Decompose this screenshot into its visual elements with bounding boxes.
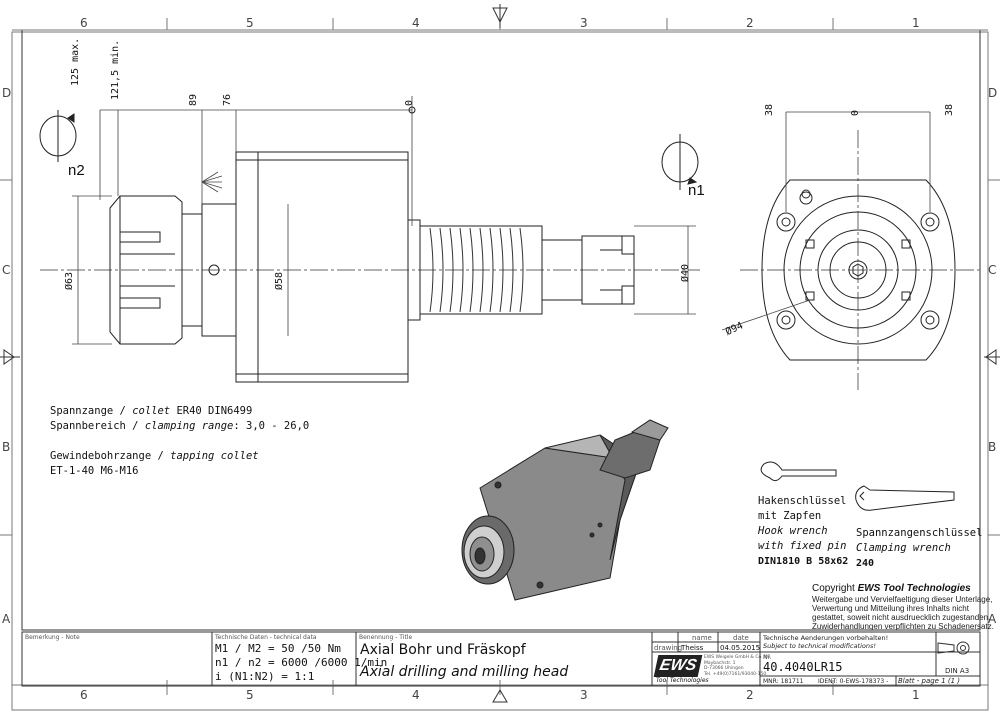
clamping-wrench-spec: Spannzangenschlüssel Clamping wrench 240 [856, 526, 982, 571]
copyright-brand: EWS Tool Technologies [857, 583, 971, 594]
drawing-date: 04.05.2015 [720, 644, 761, 652]
zone-left-c: C [2, 263, 11, 277]
col-date: date [733, 634, 749, 642]
clamp-code: 240 [856, 558, 875, 569]
zone-right-d: D [988, 86, 998, 100]
mnr-number: MNR: 181711 [763, 678, 804, 685]
zone-bottom-2: 2 [746, 688, 754, 702]
ratio-value: i (N1:N2) = 1:1 [215, 670, 315, 683]
hook-wrench-spec: Hakenschlüssel mit Zapfen Hook wrench wi… [758, 494, 848, 569]
range-value: : 3,0 - 26,0 [233, 420, 310, 432]
range-label-en: clamping range [144, 420, 234, 432]
tapping-collet-value: ET-1-40 M6-M16 [50, 465, 139, 477]
tapping-label: Gewindebohrzange / [50, 450, 164, 462]
collet-spec: Spannzange / collet ER40 DIN6499 [50, 404, 252, 418]
speed-label-n2: n2 [68, 162, 85, 179]
copyright-line-3: gestattet, soweit nicht ausdruecklich zu… [812, 613, 991, 622]
company-address: EWS Weigele GmbH & Co. KG Maybachstr. 1 … [704, 655, 770, 677]
copyright-line-1: Weitergabe und Vervielfaeltigung dieser … [812, 595, 993, 604]
zone-bottom-1: 1 [912, 688, 920, 702]
collet-label: Spannzange / [50, 405, 126, 417]
collet-label-en: collet [132, 405, 171, 417]
zone-top-1: 1 [912, 16, 920, 30]
zone-top-4: 4 [412, 16, 420, 30]
clamp-de: Spannzangenschlüssel [856, 527, 983, 539]
collet-value: ER40 DIN6499 [176, 405, 253, 417]
drawing-title-de: Axial Bohr und Fräskopf [360, 642, 526, 658]
zone-bottom-6: 6 [80, 688, 88, 702]
clamping-range-spec: Spannbereich / clamping range: 3,0 - 26,… [50, 419, 309, 433]
zone-top-5: 5 [246, 16, 254, 30]
dim-front-0: 0 [850, 109, 861, 116]
paper-format: DIN A3 [945, 667, 970, 675]
address-line-2: Maybachstr. 1 [704, 660, 736, 666]
row-drawing: drawing [654, 644, 683, 652]
ews-logo: EWS [653, 655, 703, 677]
nr-label: Nr. [763, 654, 772, 661]
copyright-line-2: Verwertung und Mitteilung ihres Inhalts … [812, 604, 969, 613]
hook-code: DIN1810 B 58x62 [758, 556, 849, 567]
zone-left-b: B [2, 440, 11, 454]
dim-76: 76 [222, 93, 233, 106]
zone-right-c: C [988, 263, 997, 277]
change-notice-en: Subject to technical modifications! [763, 642, 876, 650]
dim-121-min: 121,5 min. [110, 39, 121, 100]
tech-data-label: Technische Daten - technical data [215, 634, 317, 641]
address-line-4: Tel. +49(0)7161/93040-150 [704, 671, 767, 677]
zone-top-3: 3 [580, 16, 588, 30]
hook-en-2: with fixed pin [758, 540, 847, 552]
hook-de-1: Hakenschlüssel [758, 495, 847, 507]
part-number: 40.4040LR15 [763, 660, 843, 674]
address-line-3: D-73066 Uhingen [704, 666, 744, 671]
dim-89: 89 [188, 93, 199, 106]
copyright-line-4: Zuwiderhandlungen verpflichten zu Schade… [812, 622, 994, 631]
zone-top-2: 2 [746, 16, 754, 30]
copyright-heading: Copyright EWS Tool Technologies [812, 583, 971, 594]
torque-value: M1 / M2 = 50 /50 Nm [215, 642, 341, 655]
copyright-text: Weitergabe und Vervielfaeltigung dieser … [812, 595, 994, 631]
hook-en-1: Hook wrench [758, 525, 828, 537]
zone-left-d: D [2, 86, 12, 100]
dim-phi58: Ø58 [274, 271, 285, 290]
change-notice-de: Technische Aenderungen vorbehalten! [763, 634, 889, 642]
col-name: name [692, 634, 712, 642]
tapping-label-en: tapping collet [170, 450, 259, 462]
copyright-prefix: Copyright [812, 583, 858, 594]
hook-de-2: mit Zapfen [758, 510, 822, 522]
speed-value: n1 / n2 = 6000 /6000 1/min [215, 656, 388, 669]
zone-top-6: 6 [80, 16, 88, 30]
zone-bottom-4: 4 [412, 688, 420, 702]
zone-right-a: A [988, 612, 997, 626]
dim-0: 0 [404, 99, 415, 106]
title-label: Benennung - Title [359, 634, 413, 641]
drawer-name: Theiss [681, 644, 704, 652]
zone-bottom-3: 3 [580, 688, 588, 702]
ews-logo-sub: Tool Technologies [656, 677, 709, 684]
dim-front-38-right: 38 [944, 103, 955, 116]
range-label: Spannbereich / [50, 420, 139, 432]
speed-label-n1: n1 [688, 182, 705, 199]
zone-bottom-5: 5 [246, 688, 254, 702]
sheet-number: Blatt - page 1 (1 ) [898, 677, 961, 685]
drawing-title-en: Axial drilling and milling head [360, 664, 569, 680]
address-line-1: EWS Weigele GmbH & Co. KG [704, 655, 771, 660]
clamp-en: Clamping wrench [856, 542, 951, 554]
zone-left-a: A [2, 612, 11, 626]
tapping-collet-spec: Gewindebohrzange / tapping collet [50, 449, 259, 463]
dim-125-max: 125 max. [70, 37, 81, 86]
remark-label: Bemerkung - Note [25, 634, 80, 641]
projection-symbol-icon [942, 640, 972, 656]
dim-front-38-left: 38 [764, 103, 775, 116]
dim-phi63: Ø63 [64, 271, 75, 290]
zone-right-b: B [988, 440, 997, 454]
ident-number: IDENT: 0-EWS-178373 - [818, 678, 889, 685]
iso-render [461, 419, 669, 601]
dim-phi40: Ø40 [680, 263, 691, 282]
